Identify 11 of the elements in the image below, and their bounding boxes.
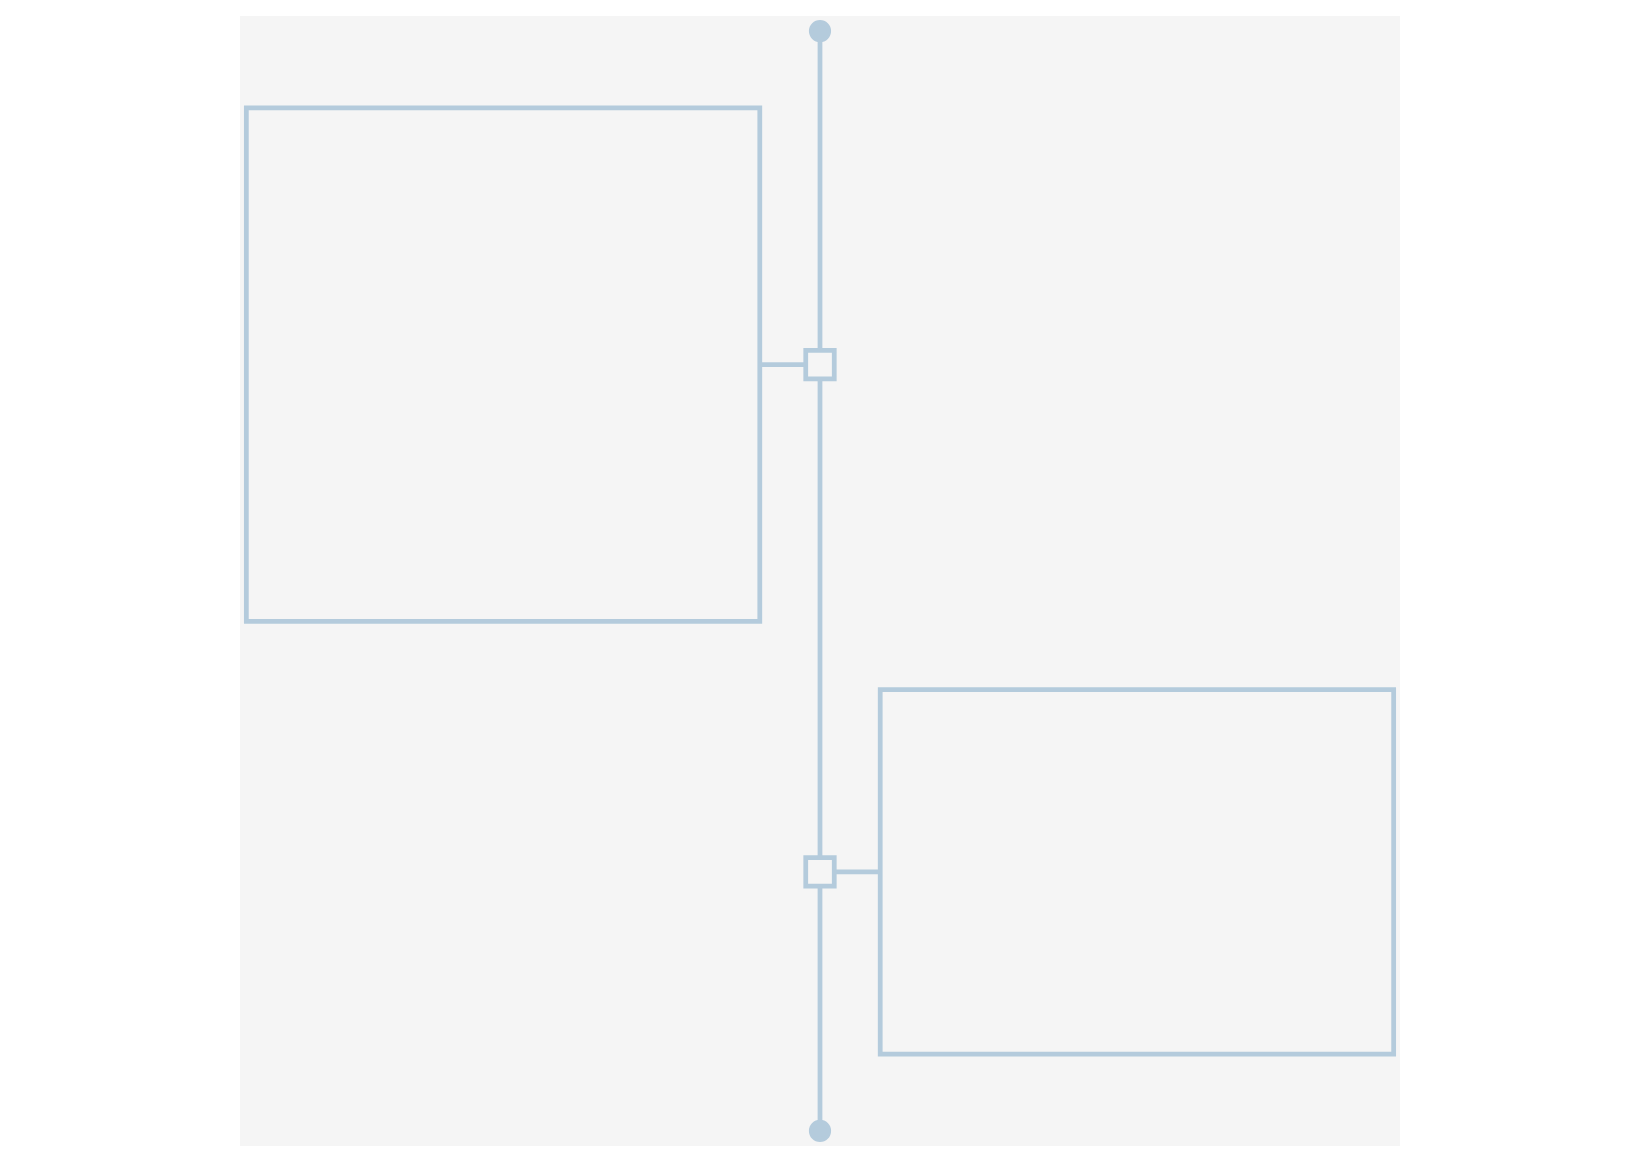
node-box bbox=[243, 105, 763, 624]
node-circle bbox=[808, 1119, 832, 1142]
node-circle bbox=[808, 20, 832, 43]
node-box bbox=[803, 855, 837, 889]
connector bbox=[759, 362, 806, 368]
connector bbox=[817, 886, 823, 1122]
connector bbox=[817, 379, 823, 858]
node-box bbox=[803, 348, 837, 382]
connector bbox=[817, 40, 823, 350]
node-box bbox=[877, 687, 1397, 1057]
connector bbox=[834, 869, 880, 875]
